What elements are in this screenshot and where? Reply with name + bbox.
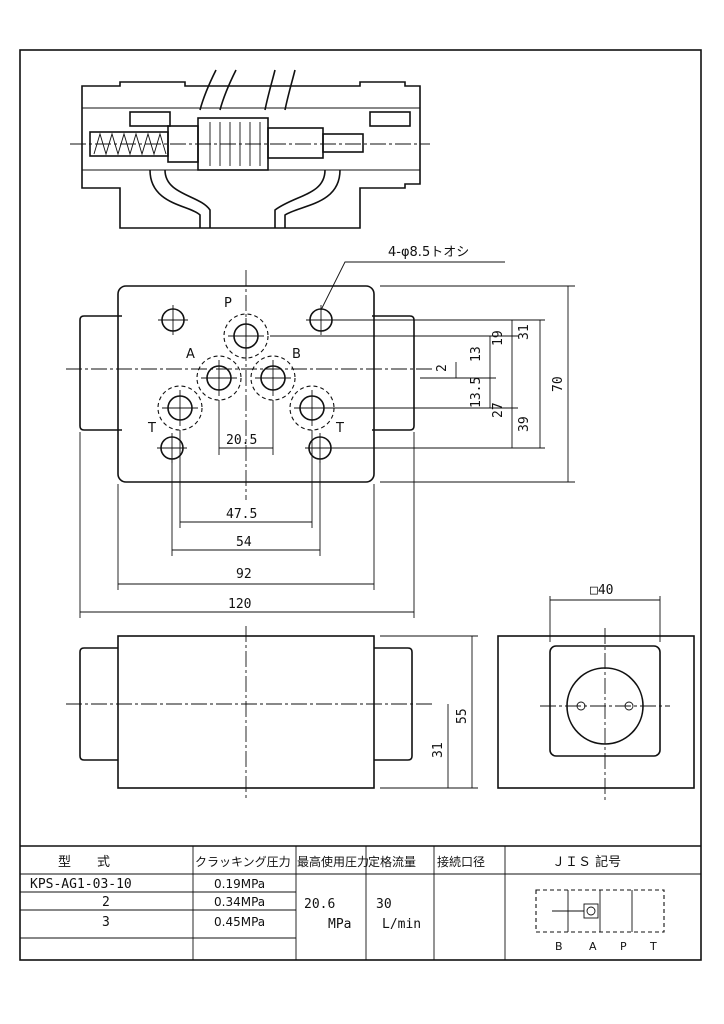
jis-port-t: T (649, 940, 657, 953)
row3-model: 3 (102, 915, 110, 930)
front-view (66, 626, 478, 800)
port-label-b: B (292, 347, 301, 362)
dim-70: 70 (551, 376, 566, 392)
dim-39: 39 (517, 416, 532, 432)
header-max-pressure: 最高使用圧力 (297, 854, 369, 869)
dim-31-side: 31 (431, 742, 446, 758)
side-view (497, 596, 695, 800)
dim-31: 31 (517, 324, 532, 340)
port-label-a: A (186, 347, 195, 362)
section-view (70, 69, 430, 229)
plan-view (66, 261, 505, 500)
dim-20-5: 20.5 (226, 433, 257, 448)
row1-model: KPS-AG1-03-10 (30, 877, 132, 892)
holes-callout: 4-φ8.5トオシ (388, 245, 469, 260)
max-pressure-unit: MPa (328, 917, 351, 932)
row2-cracking: 0.34MPa (214, 895, 265, 909)
jis-port-p: P (620, 940, 627, 953)
dim-square-40: □40 (590, 583, 613, 598)
dim-27: 27 (491, 402, 506, 418)
dim-2: 2 (435, 364, 450, 372)
flow-value: 30 (376, 897, 392, 912)
row3-cracking: 0.45MPa (214, 915, 265, 929)
header-port: 接続口径 (437, 854, 485, 869)
dim-54: 54 (236, 535, 252, 550)
header-model: 型 式 (58, 855, 110, 870)
dim-13: 13 (469, 346, 484, 362)
plan-dimensions (79, 285, 575, 618)
jis-port-b: B (555, 940, 563, 953)
port-label-t-right: T (335, 421, 344, 436)
dim-47-5: 47.5 (226, 507, 257, 522)
dim-92: 92 (236, 567, 252, 582)
header-cracking: クラッキング圧力 (195, 855, 291, 869)
dim-120: 120 (228, 597, 251, 612)
max-pressure-value: 20.6 (304, 897, 335, 912)
flow-unit: L/min (382, 917, 421, 932)
dim-55: 55 (455, 708, 470, 724)
spec-table (20, 845, 701, 960)
dim-19: 19 (491, 330, 506, 346)
drawing-frame (19, 49, 702, 961)
header-jis: ＪＩＳ 記号 (552, 854, 621, 870)
row2-model: 2 (102, 895, 110, 910)
header-flow: 定格流量 (368, 854, 416, 869)
port-label-t-left: T (147, 421, 156, 436)
jis-port-a: A (589, 940, 597, 953)
port-label-p: P (224, 296, 232, 311)
row1-cracking: 0.19MPa (214, 877, 265, 891)
dim-13-5: 13.5 (469, 377, 484, 408)
